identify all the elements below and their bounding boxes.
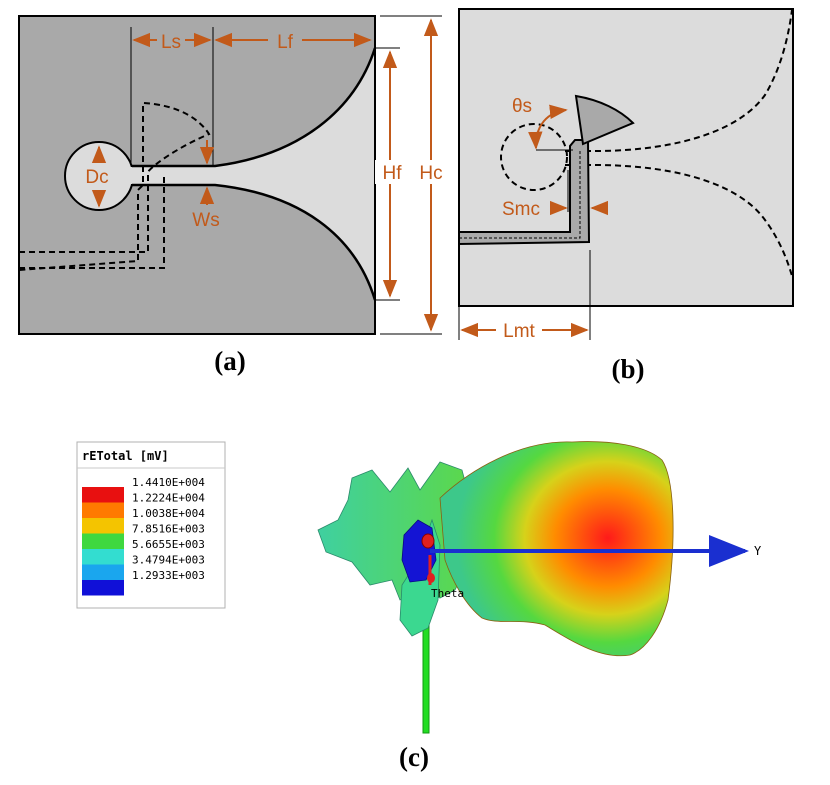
panel-a: Ls Lf Dc Ws Hf Hc (a) [18,15,448,376]
legend-title: rETotal [mV] [82,449,169,463]
legend-swatch-2 [82,518,124,534]
legend-value-6: 1.2933E+003 [132,569,205,582]
caption-a: (a) [214,346,245,376]
legend-value-0: 1.4410E+004 [132,476,205,489]
caption-c: (c) [399,742,429,772]
legend-value-5: 3.4794E+003 [132,554,205,567]
legend-value-2: 1.0038E+004 [132,507,205,520]
legend-swatch-3 [82,533,124,549]
legend-swatch-5 [82,564,124,580]
panel-b: θs Smc Lmt (b) [458,8,794,384]
main-lobe [439,441,674,657]
y-axis-label: Y [754,544,762,558]
label-ls: Ls [161,32,181,53]
tapered-slot [130,48,375,300]
label-lf: Lf [277,32,294,53]
legend-value-3: 7.8516E+003 [132,523,205,536]
radial-stub [574,94,635,146]
color-legend: rETotal [mV] 1.4410E+004 1.2224E+004 1.003… [76,441,226,609]
panel-b-substrate [458,8,794,307]
radiation-pattern-3d: Y Theta [317,441,762,734]
legend-swatch-1 [82,502,124,518]
label-hf: Hf [383,163,403,184]
label-lmt: Lmt [503,321,535,342]
label-dc: Dc [85,167,108,188]
label-ws: Ws [192,210,219,231]
microstrip-feed-dashed [18,101,211,271]
legend-swatch-4 [82,549,124,565]
legend-value-4: 5.6655E+003 [132,538,205,551]
legend-swatch-0 [82,487,124,503]
label-smc: Smc [502,199,540,220]
legend-value-1: 1.2224E+004 [132,492,205,505]
label-theta-s: θs [512,96,532,117]
caption-b: (b) [612,354,645,384]
label-hc: Hc [419,163,442,184]
legend-swatch-6 [82,580,124,596]
panel-c: rETotal [mV] 1.4410E+004 1.2224E+004 1.003… [76,441,762,772]
theta-label: Theta [431,587,464,600]
